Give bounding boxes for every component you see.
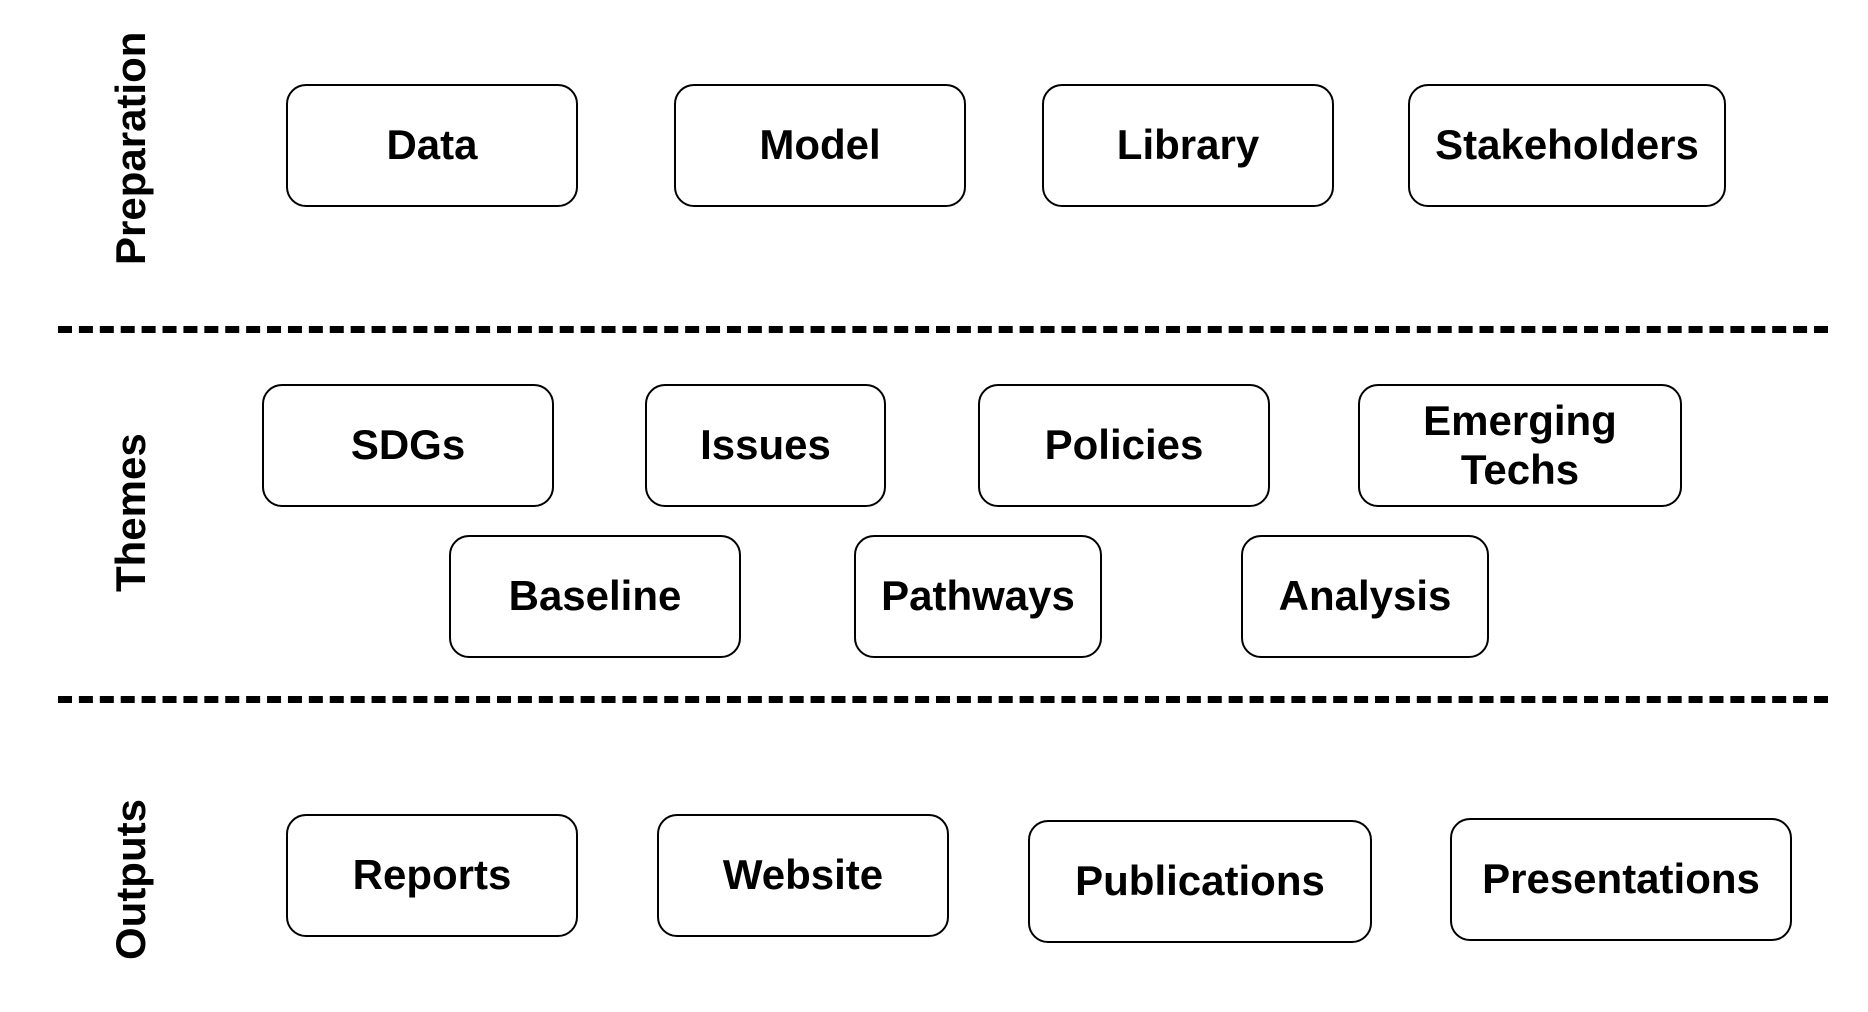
section-label-preparation: Preparation bbox=[107, 31, 154, 265]
box-label: Issues bbox=[700, 421, 831, 469]
box-label: Stakeholders bbox=[1435, 121, 1699, 169]
box-issues[interactable]: Issues bbox=[645, 384, 886, 507]
box-label: Analysis bbox=[1278, 572, 1452, 620]
box-label: Policies bbox=[1044, 421, 1204, 469]
box-publications[interactable]: Publications bbox=[1028, 820, 1372, 943]
box-label-multiline: Emerging Techs bbox=[1423, 397, 1617, 494]
box-label: Presentations bbox=[1482, 855, 1760, 903]
box-label-line: Techs bbox=[1460, 445, 1580, 493]
box-analysis[interactable]: Analysis bbox=[1241, 535, 1489, 658]
box-website[interactable]: Website bbox=[657, 814, 949, 937]
box-label: Model bbox=[759, 121, 881, 169]
box-reports[interactable]: Reports bbox=[286, 814, 578, 937]
box-model[interactable]: Model bbox=[674, 84, 966, 207]
divider-preparation-themes bbox=[58, 326, 1828, 333]
box-data[interactable]: Data bbox=[286, 84, 578, 207]
box-emerging-techs[interactable]: Emerging Techs bbox=[1358, 384, 1682, 507]
box-label: Website bbox=[722, 851, 884, 899]
box-label: Pathways bbox=[881, 572, 1075, 620]
box-label: Publications bbox=[1075, 857, 1325, 905]
box-stakeholders[interactable]: Stakeholders bbox=[1408, 84, 1726, 207]
box-pathways[interactable]: Pathways bbox=[854, 535, 1102, 658]
box-label: Baseline bbox=[508, 572, 682, 620]
section-label-outputs: Outputs bbox=[107, 799, 154, 960]
box-presentations[interactable]: Presentations bbox=[1450, 818, 1792, 941]
box-baseline[interactable]: Baseline bbox=[449, 535, 741, 658]
box-sdgs[interactable]: SDGs bbox=[262, 384, 554, 507]
box-label-line: Emerging bbox=[1423, 397, 1617, 445]
box-label: SDGs bbox=[350, 421, 466, 469]
box-library[interactable]: Library bbox=[1042, 84, 1334, 207]
box-label: Reports bbox=[352, 851, 512, 899]
box-label: Data bbox=[386, 121, 478, 169]
box-policies[interactable]: Policies bbox=[978, 384, 1270, 507]
section-label-themes: Themes bbox=[107, 433, 154, 592]
divider-themes-outputs bbox=[58, 696, 1828, 703]
box-label: Library bbox=[1116, 121, 1260, 169]
